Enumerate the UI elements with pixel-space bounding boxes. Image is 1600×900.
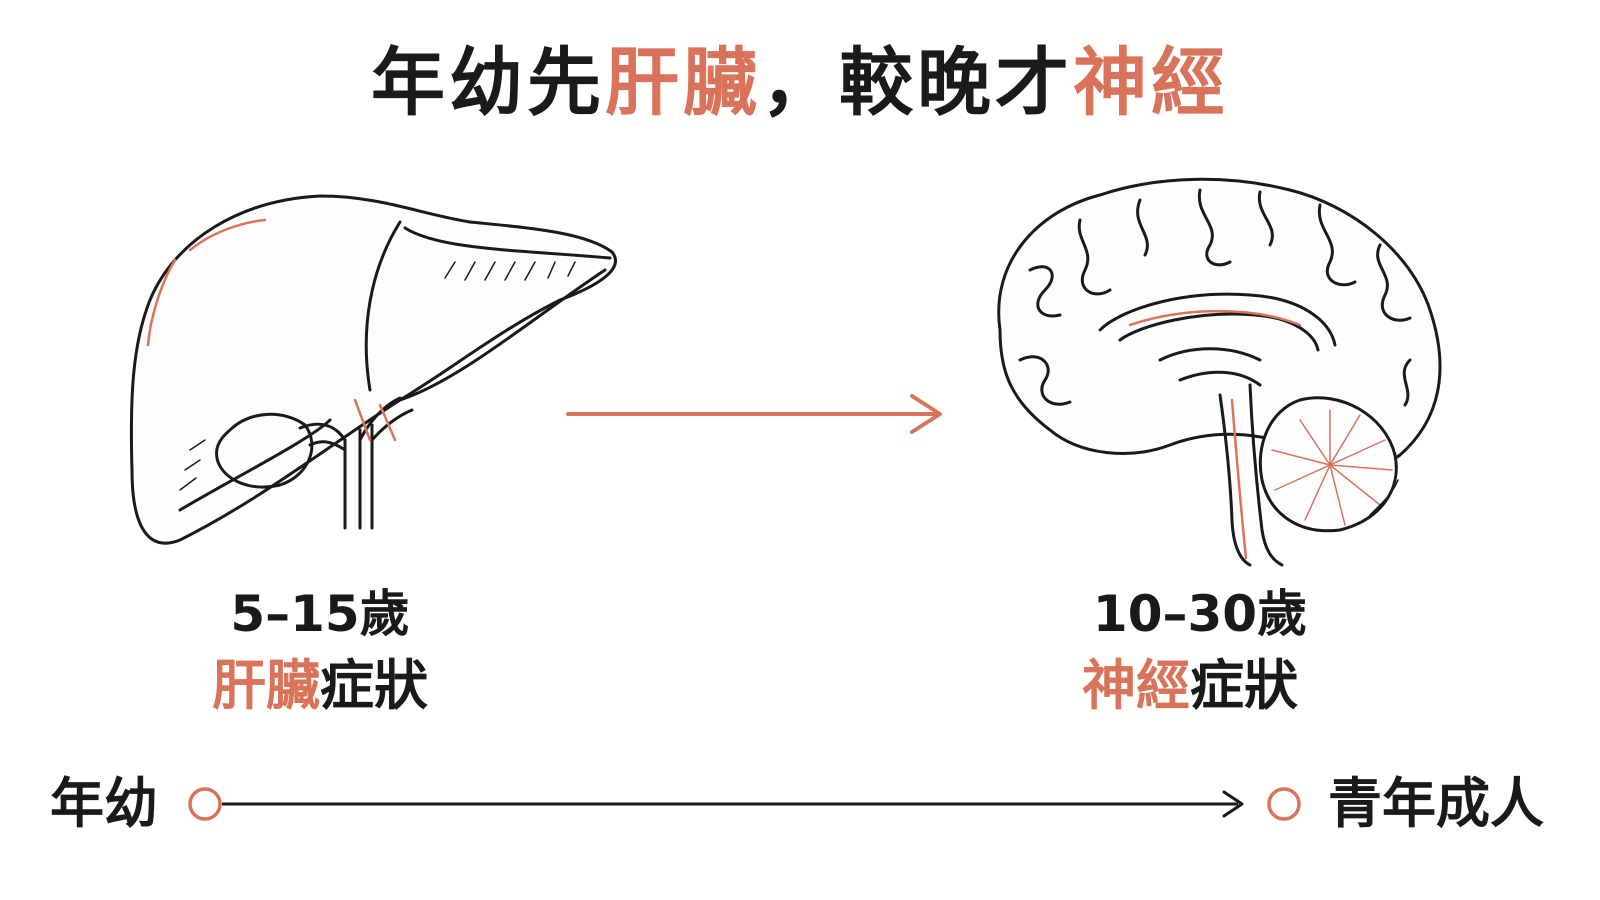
liver-age-range: 5–15歲 [230,585,410,643]
diagram-title: 年幼先肝臟，較晚才神經 [0,38,1600,128]
brain-illustration [997,177,1442,567]
brain-age-range: 10–30歲 [1092,585,1308,643]
liver-symptom-label: 肝臟症狀 [120,654,520,718]
timeline-start-label: 年幼 [50,772,158,835]
timeline-end-marker [1267,787,1301,821]
timeline-start-marker [188,787,222,821]
timeline-arrowhead [1222,790,1244,818]
liver-organ-label: 肝臟 [212,654,320,717]
title-nerve: 神經 [1073,40,1229,126]
liver-illustration [129,194,617,545]
progression-arrow [566,394,942,434]
brain-symptom-label: 神經症狀 [990,654,1390,718]
title-liver: 肝臟 [605,40,761,126]
brain-symptom-suffix: 症狀 [1190,654,1298,717]
brain-organ-label: 神經 [1082,654,1190,717]
timeline-end-label: 青年成人 [1328,772,1544,835]
timeline [188,787,1301,821]
title-part-1: 年幼先 [371,40,605,126]
title-part-3: ，較晚才 [761,40,1073,126]
liver-symptom-suffix: 症狀 [320,654,428,717]
